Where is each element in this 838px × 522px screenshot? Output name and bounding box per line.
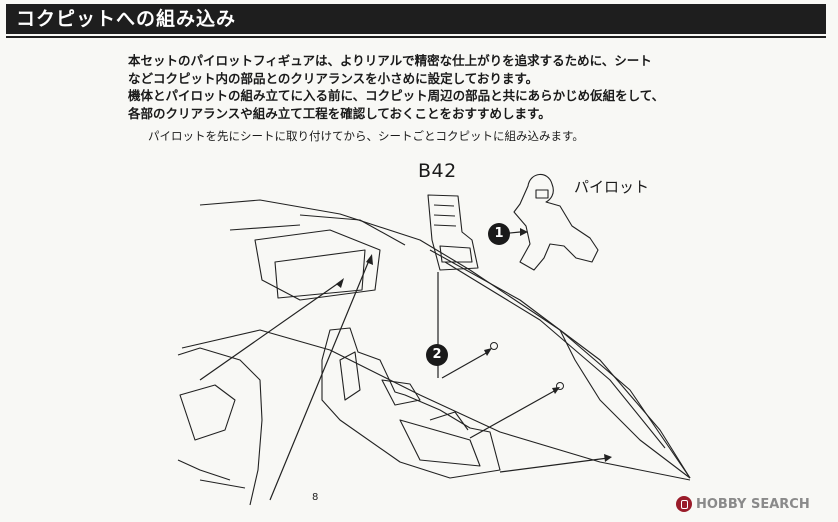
caution-note: 本セットのパイロットフィギュアは、よりリアルで精密な仕上がりを追求するために、シ… bbox=[128, 52, 748, 122]
fuselage-lower-edge bbox=[181, 329, 691, 481]
section-header: コクピットへの組み込み bbox=[6, 4, 826, 34]
arrow-intake-2 bbox=[269, 257, 371, 501]
instruction-caption: パイロットを先にシートに取り付けてから、シートごとコクピットに組み込みます。 bbox=[148, 129, 584, 143]
watermark-logo: HOBBY SEARCH bbox=[676, 494, 810, 514]
cockpit-tub bbox=[321, 327, 501, 479]
canopy-rail bbox=[429, 249, 691, 479]
arrow-nose bbox=[499, 457, 609, 473]
section-title: コクピットへの組み込み bbox=[16, 8, 237, 30]
fuselage-marking: 8 bbox=[312, 492, 318, 503]
header-rule bbox=[6, 36, 826, 38]
pilot-label: パイロット bbox=[574, 178, 650, 196]
arrow-canopy bbox=[469, 389, 557, 439]
watermark-text: HOBBY SEARCH bbox=[696, 496, 810, 512]
step-2-badge: 2 bbox=[426, 344, 448, 366]
intake-panel bbox=[254, 229, 381, 301]
note-line-1: 本セットのパイロットフィギュアは、よりリアルで精密な仕上がりを追求するために、シ… bbox=[128, 53, 652, 68]
note-line-2: などコクピット内の部品とのクリアランスを小さめに設定しております。 bbox=[128, 70, 539, 86]
fuselage-upper-edge bbox=[199, 199, 691, 479]
arrow-intake bbox=[199, 281, 341, 381]
part-label-b42: B42 bbox=[418, 160, 457, 182]
pilot-figure bbox=[513, 173, 599, 271]
hobby-search-icon bbox=[676, 496, 692, 512]
note-line-4: 各部のクリアランスや組み立て工程を確認しておくことをおすすめします。 bbox=[128, 105, 551, 121]
arrow-to-cockpit-a bbox=[441, 351, 489, 379]
step-1-badge: 1 bbox=[488, 223, 510, 245]
note-line-3: 機体とパイロットの組み立てに入る前に、コクピット周辺の部品と共にあらかじめ仮組を… bbox=[128, 88, 665, 103]
ejection-seat bbox=[427, 194, 479, 271]
rear-fuselage bbox=[177, 347, 263, 506]
